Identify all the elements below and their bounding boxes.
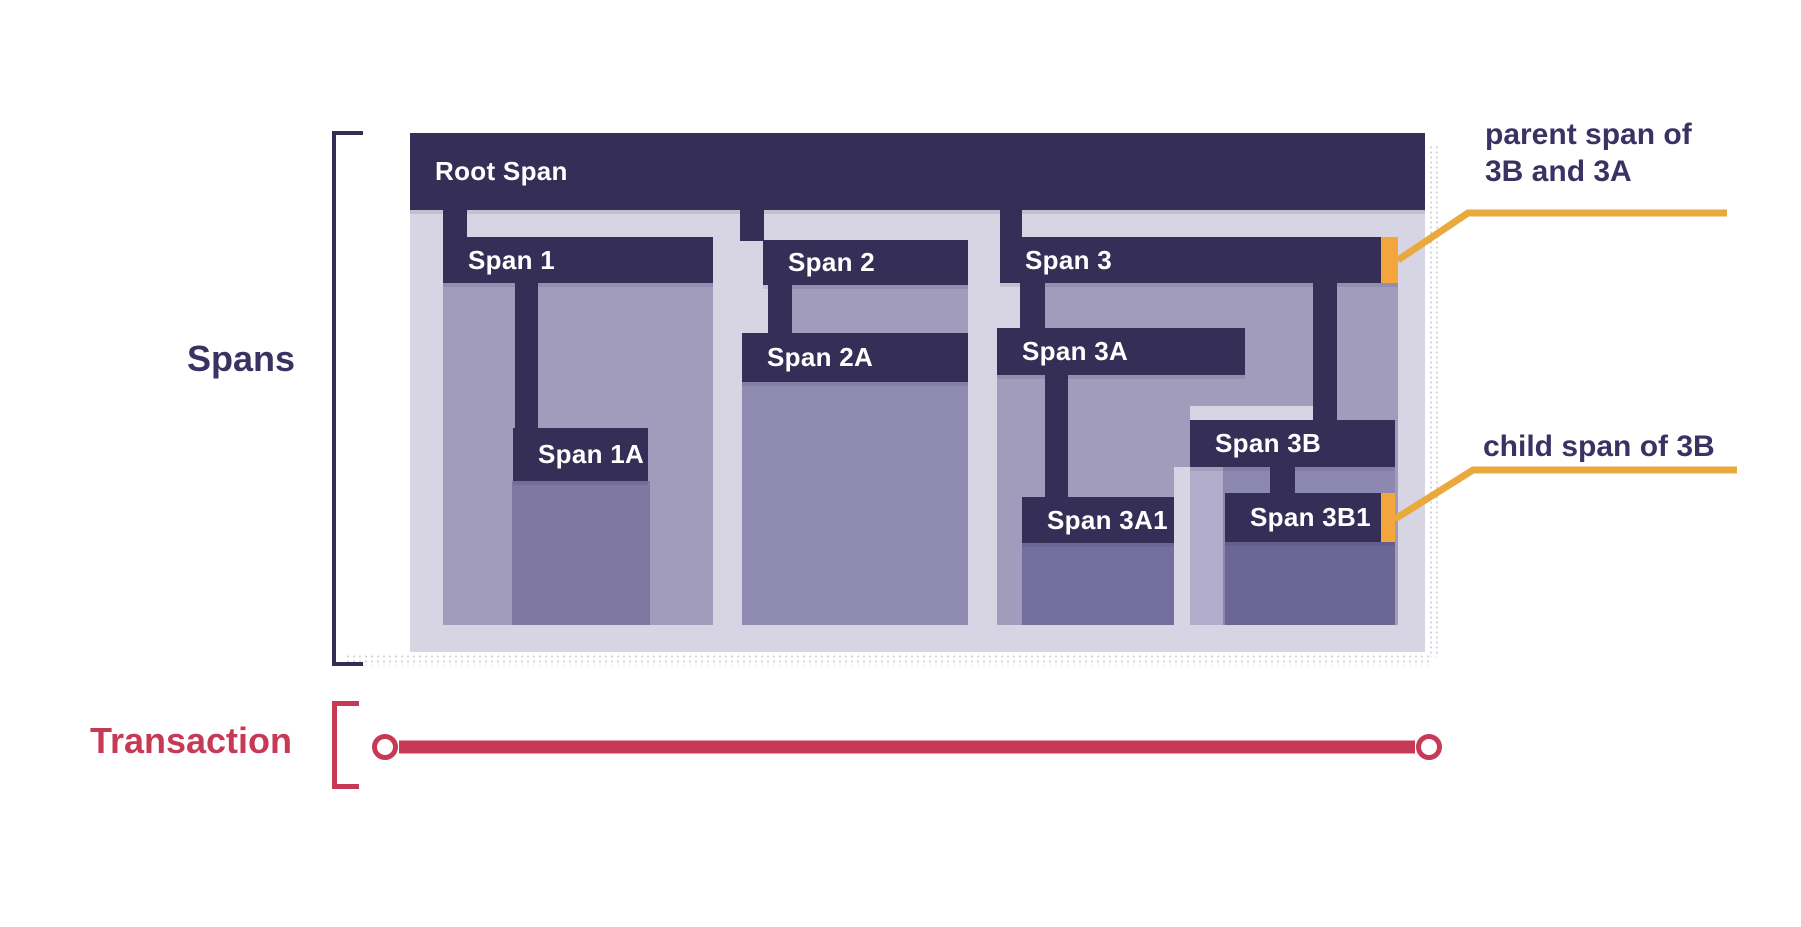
span3b-bar: Span 3B [1190, 420, 1395, 467]
span1-bar: Span 1 [443, 237, 713, 283]
span3b1-bar-label: Span 3B1 [1250, 502, 1371, 532]
span3a-bar: Span 3A [997, 328, 1245, 375]
connector-span3-span3a [1020, 283, 1045, 328]
transaction-bracket [332, 701, 359, 789]
span3-bar-label: Span 3 [1025, 244, 1113, 275]
spans-bracket [332, 131, 363, 666]
timeline-end-circle [1416, 734, 1442, 760]
span3a-bar-label: Span 3A [1022, 336, 1129, 366]
span3b1-child-marker [1381, 493, 1395, 542]
halftone-shadow-bottom [345, 654, 1431, 666]
span3b1-duration-fill [1225, 542, 1395, 625]
transaction-label: Transaction [89, 720, 293, 761]
span1a-bar-label: Span 1A [538, 439, 645, 469]
connector-root-span3 [1000, 210, 1022, 238]
halftone-shadow-right [1428, 145, 1438, 657]
span3b-left-strip [1190, 467, 1223, 625]
root-span-bar-label: Root Span [435, 156, 568, 186]
span3b-gap-top [1190, 406, 1313, 420]
span1a-duration-fill [512, 481, 650, 625]
span2a-bar-label: Span 2A [767, 342, 874, 372]
span1-bar-label: Span 1 [468, 244, 556, 275]
parent-span-annotation-line1: parent span of [1485, 118, 1692, 151]
child-span-annotation: child span of 3B [1483, 428, 1715, 465]
span3-gap-left [997, 283, 1020, 328]
parent-callout-line [1396, 209, 1727, 263]
timeline-start-circle [372, 734, 398, 760]
span2-bar: Span 2 [763, 240, 968, 285]
connector-root-span2 [740, 210, 764, 241]
connector-root-span1 [443, 210, 467, 238]
span3b1-bar: Span 3B1 [1225, 493, 1395, 542]
root-span-bar: Root Span [410, 133, 1425, 210]
spans-label: Spans [186, 338, 296, 379]
connector-span3a-span3a1 [1045, 375, 1068, 497]
parent-span-annotation-line2: 3B and 3A [1485, 155, 1632, 188]
span1a-bar: Span 1A [513, 428, 648, 481]
connector-span3b-span3b1 [1270, 467, 1295, 493]
span3a1-duration-fill [1022, 543, 1174, 625]
child-callout-line [1393, 466, 1737, 522]
connector-span1-span1a [515, 283, 538, 429]
connector-span3-span3b [1313, 283, 1337, 420]
child-span-annotation-line1: child span of 3B [1483, 430, 1715, 463]
span3-parent-marker [1381, 237, 1398, 283]
connector-span2-span2a [768, 285, 792, 333]
span2a-duration-fill [742, 382, 968, 625]
gap-span3a1-span3b [1174, 467, 1190, 625]
span3b-bar-label: Span 3B [1215, 428, 1322, 458]
span2-duration-fill [792, 285, 968, 333]
span3a1-bar: Span 3A1 [1022, 497, 1174, 543]
span2-bar-label: Span 2 [788, 247, 876, 277]
parent-span-annotation: parent span of 3B and 3A [1485, 116, 1692, 190]
span3a1-bar-label: Span 3A1 [1047, 504, 1168, 535]
span2a-bar: Span 2A [742, 333, 968, 382]
span3-bar: Span 3 [1000, 237, 1398, 283]
